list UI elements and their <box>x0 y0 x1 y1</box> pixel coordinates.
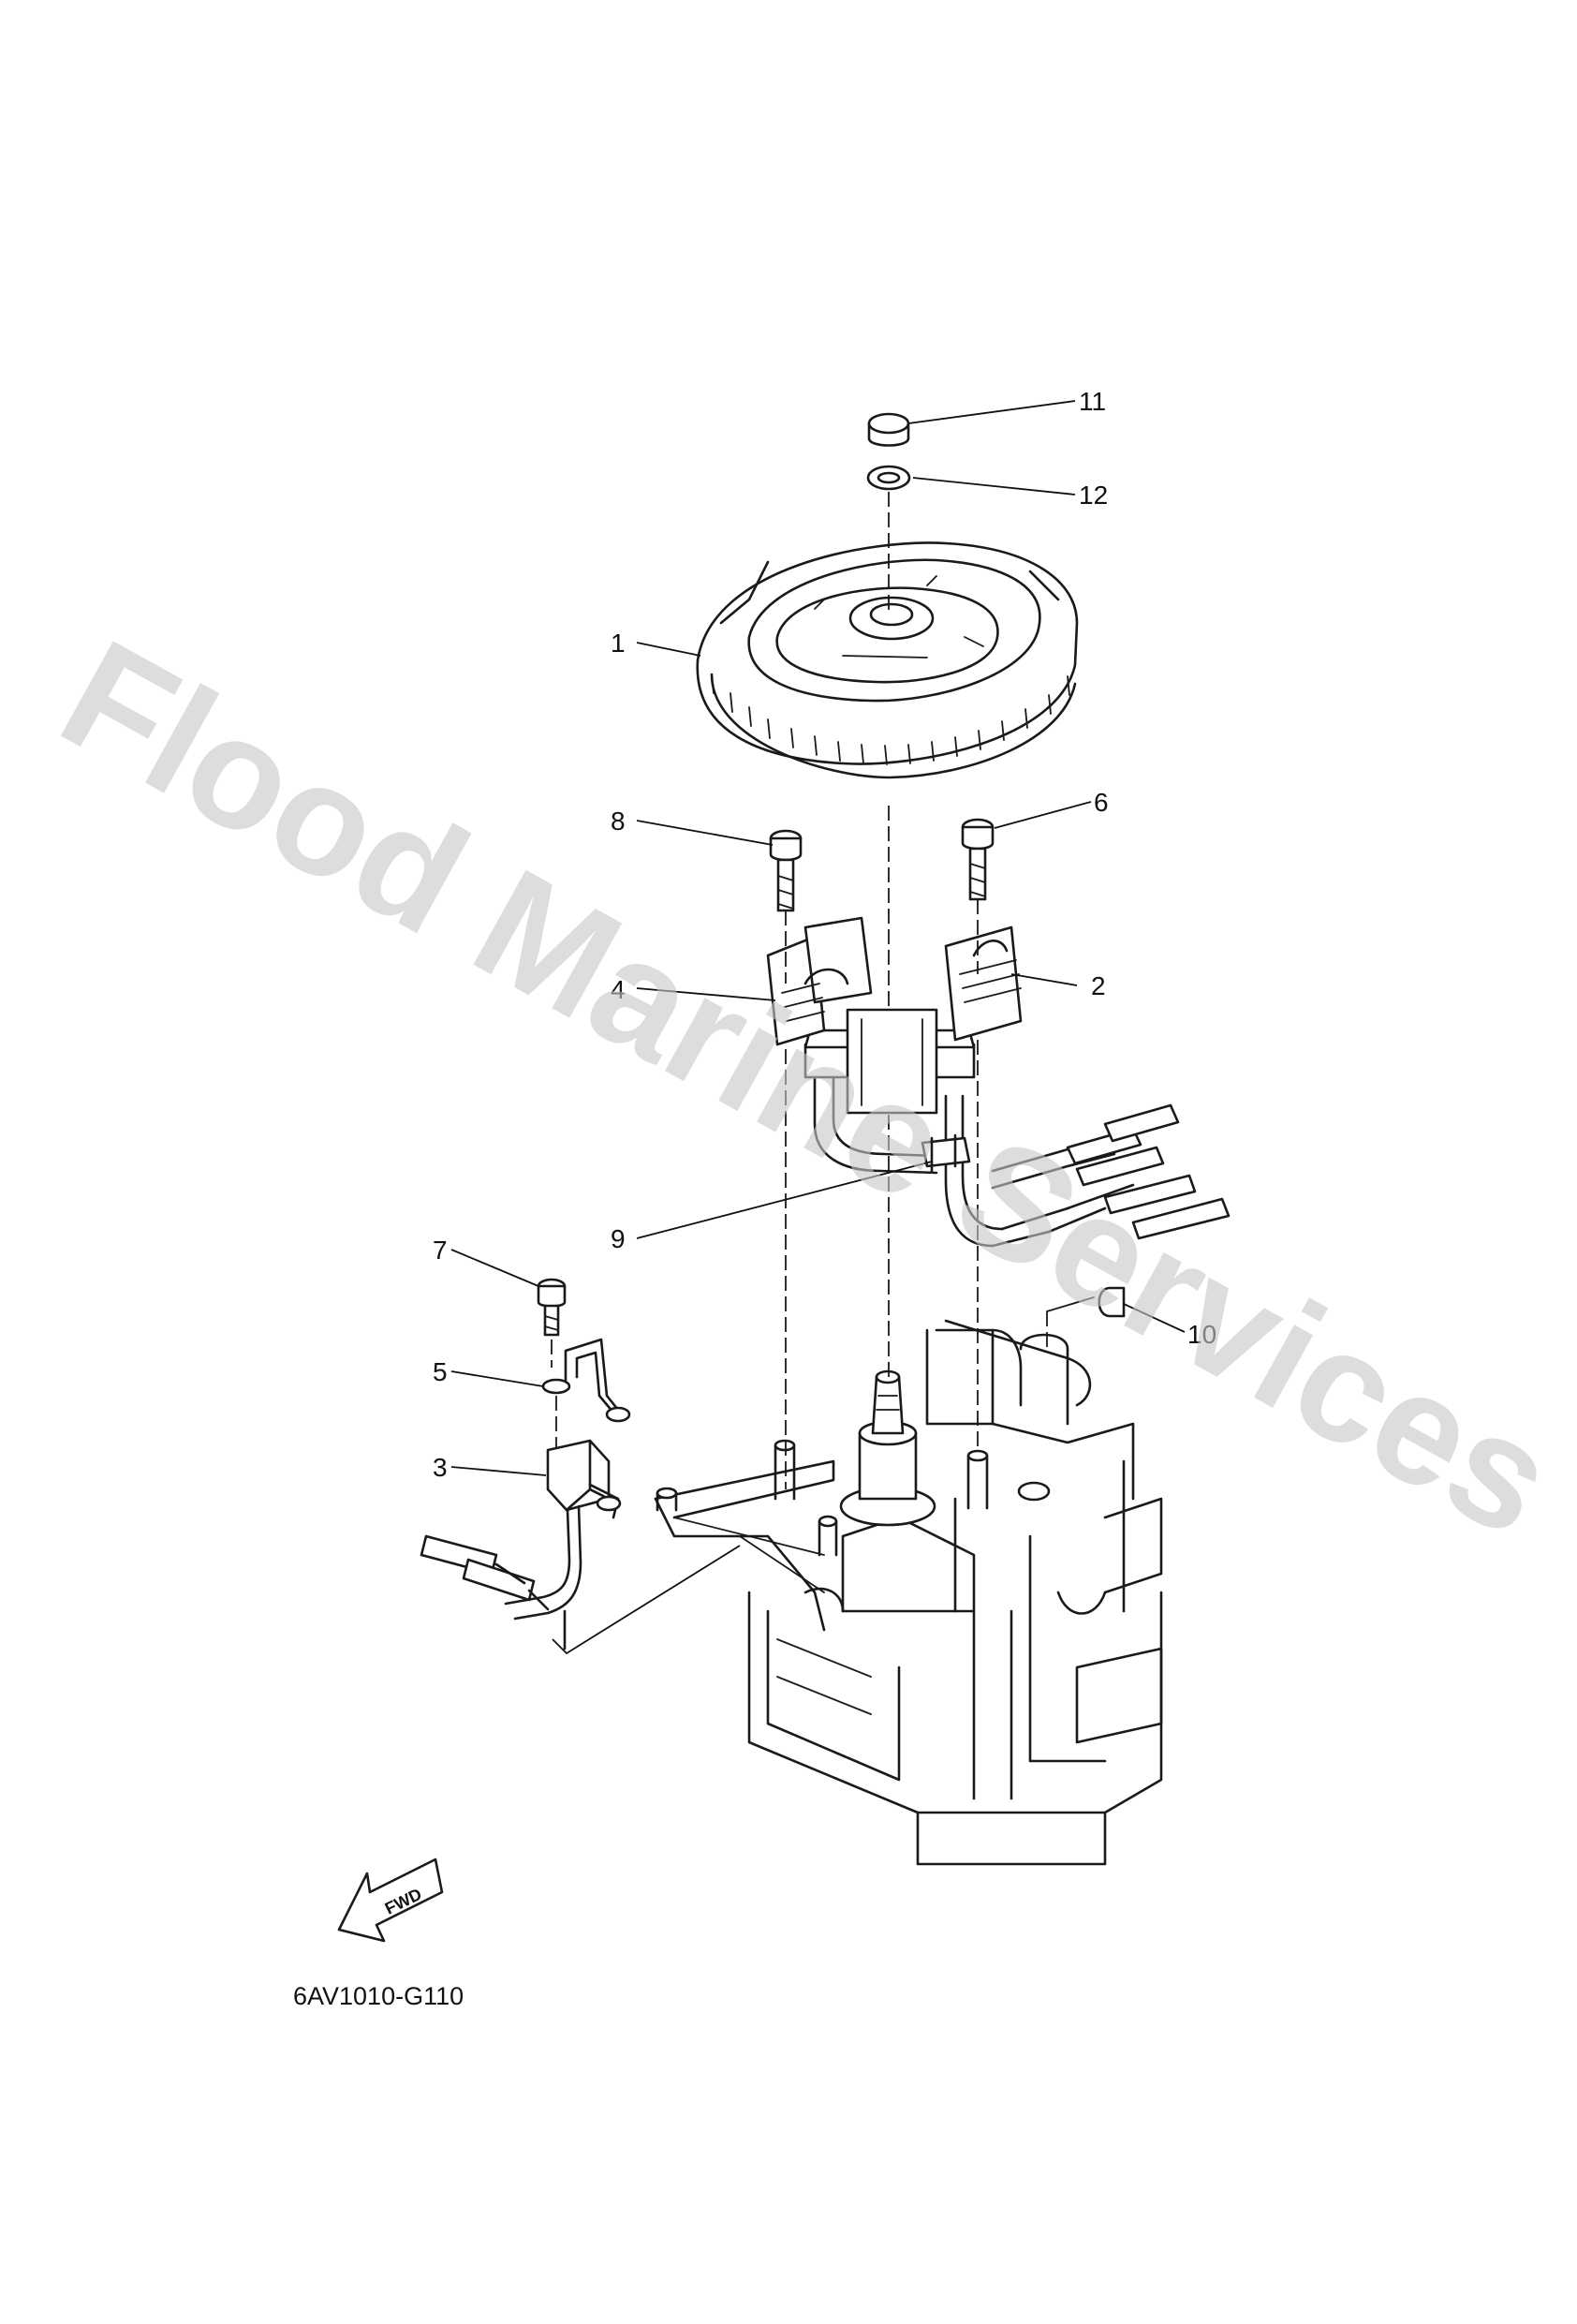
stator-harness <box>813 1075 1231 1248</box>
flywheel-nut <box>867 412 910 447</box>
callout-labels: 1 2 3 4 5 6 7 8 9 10 11 12 <box>433 387 1216 1482</box>
callout-4: 4 <box>611 975 626 1004</box>
charge-coil-left <box>766 916 873 1046</box>
callout-6: 6 <box>1094 788 1109 817</box>
charge-coil-right <box>944 925 1023 1042</box>
callout-3: 3 <box>433 1453 448 1482</box>
bolt-8 <box>769 829 803 912</box>
leader-lines <box>450 400 1186 1476</box>
sensor-routing-line <box>552 1545 741 1655</box>
callout-12: 12 <box>1079 481 1108 510</box>
bolt-7 <box>537 1278 567 1337</box>
callout-7: 7 <box>433 1236 448 1265</box>
part-code: 6AV1010-G110 <box>293 1982 464 2010</box>
callout-11: 11 <box>1079 387 1106 416</box>
crankshaft <box>839 1369 936 1527</box>
callout-5: 5 <box>433 1357 448 1386</box>
pulser-coil-sensor <box>420 1439 622 1650</box>
clamp-bracket <box>541 1338 631 1423</box>
fwd-arrow-icon: FWD <box>337 1858 444 1943</box>
base-plate <box>654 1439 1051 1632</box>
watermark-text: Flood Marine Services <box>36 606 1577 1570</box>
callout-2: 2 <box>1091 971 1106 1000</box>
callout-1: 1 <box>611 629 626 658</box>
wire-clamp <box>921 1133 971 1173</box>
block-hose <box>935 1328 1023 1407</box>
crankcase-block <box>747 1328 1163 1866</box>
callout-9: 9 <box>611 1224 626 1253</box>
flywheel-magneto <box>696 541 1079 779</box>
woodruff-key <box>1046 1286 1126 1349</box>
stator-assembly <box>803 1008 976 1115</box>
callout-10: 10 <box>1187 1320 1216 1349</box>
callout-8: 8 <box>611 807 626 836</box>
bolt-6 <box>961 818 995 901</box>
flywheel-washer <box>866 465 911 491</box>
